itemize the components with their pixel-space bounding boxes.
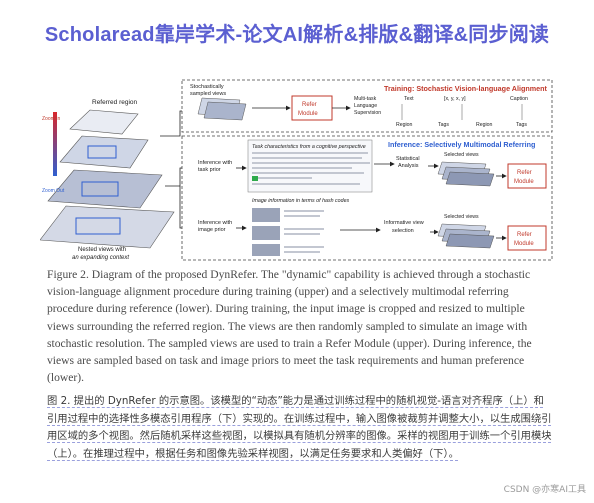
image-prior-label-2: image prior — [198, 227, 226, 233]
refer-module-inf-1-label-1: Refer — [517, 170, 532, 176]
refer-module-inf-1-label-2: Module — [514, 179, 534, 185]
multitask-label-1: Multi-task — [354, 96, 377, 102]
hash-title: Image information in terms of hash codes — [252, 198, 350, 204]
method-diagram: Referred region Zoom In Zoom Out Nested … — [40, 79, 553, 261]
caption-label: Caption — [510, 96, 528, 102]
refer-module-label-2: Module — [298, 111, 318, 117]
stochastic-views-label-1: Stochastically — [190, 84, 224, 90]
informative-view-label-1: Informative view — [384, 220, 424, 226]
stat-analysis-label-1: Statistical — [396, 156, 420, 162]
text-label: Text — [404, 96, 414, 102]
stat-analysis-label-2: Analysis — [398, 163, 419, 169]
zoom-gradient-bar — [53, 112, 57, 176]
nested-views-panel: Referred region Zoom In Zoom Out Nested … — [40, 99, 175, 261]
watermark: CSDN @亦寒AI工具 — [503, 485, 586, 495]
region-label-1: Region — [396, 122, 413, 128]
selected-views-label-1: Selected views — [444, 152, 479, 158]
refer-module-inf-2-label-2: Module — [514, 241, 534, 247]
coords-label: [x, y, x, y] — [444, 96, 466, 102]
region-label-2: Region — [476, 122, 493, 128]
multitask-label-2: Language — [354, 103, 377, 109]
refer-module-inf-2-label-1: Refer — [517, 232, 532, 238]
selected-views-label-2: Selected views — [444, 214, 479, 220]
task-prior-label-2: task prior — [198, 167, 221, 173]
expanding-context-label: an expanding context — [72, 255, 129, 261]
multitask-label-3: Supervision — [354, 110, 381, 116]
referred-region-label: Referred region — [92, 99, 138, 106]
inference-panel: Inference: Selectively Multimodal Referr… — [181, 135, 553, 261]
caption-translation-text: 图 2. 提出的 DynRefer 的示意图。该模型的“动态”能力是通过训练过程… — [47, 395, 552, 460]
image-prior-label-1: Inference with — [198, 220, 232, 226]
training-panel: Training: Stochastic Vision-language Ali… — [181, 79, 553, 133]
tags-label-2: Tags — [516, 122, 527, 128]
informative-view-label-2: selection — [392, 228, 414, 234]
task-prior-label-1: Inference with — [198, 160, 232, 166]
zoom-out-label: Zoom Out — [42, 188, 65, 194]
training-header: Training: Stochastic Vision-language Ali… — [384, 84, 548, 93]
figure-caption: Figure 2. Diagram of the proposed DynRef… — [47, 268, 532, 385]
refer-module-label-1: Refer — [302, 102, 317, 108]
zoom-in-label: Zoom In — [42, 116, 61, 122]
stochastic-views-label-2: sampled views — [190, 91, 226, 97]
nested-views-label: Nested views with — [78, 247, 126, 253]
inference-header: Inference: Selectively Multimodal Referr… — [388, 140, 535, 149]
banner-title: Scholaread靠岸学术-论文AI解析&排版&翻译&同步阅读 — [44, 24, 550, 46]
caption-translation[interactable]: 图 2. 提出的 DynRefer 的示意图。该模型的“动态”能力是通过训练过程… — [47, 393, 552, 463]
tags-label-1: Tags — [438, 122, 449, 128]
task-desc-title: Task characteristics from a cognitive pe… — [252, 144, 366, 150]
